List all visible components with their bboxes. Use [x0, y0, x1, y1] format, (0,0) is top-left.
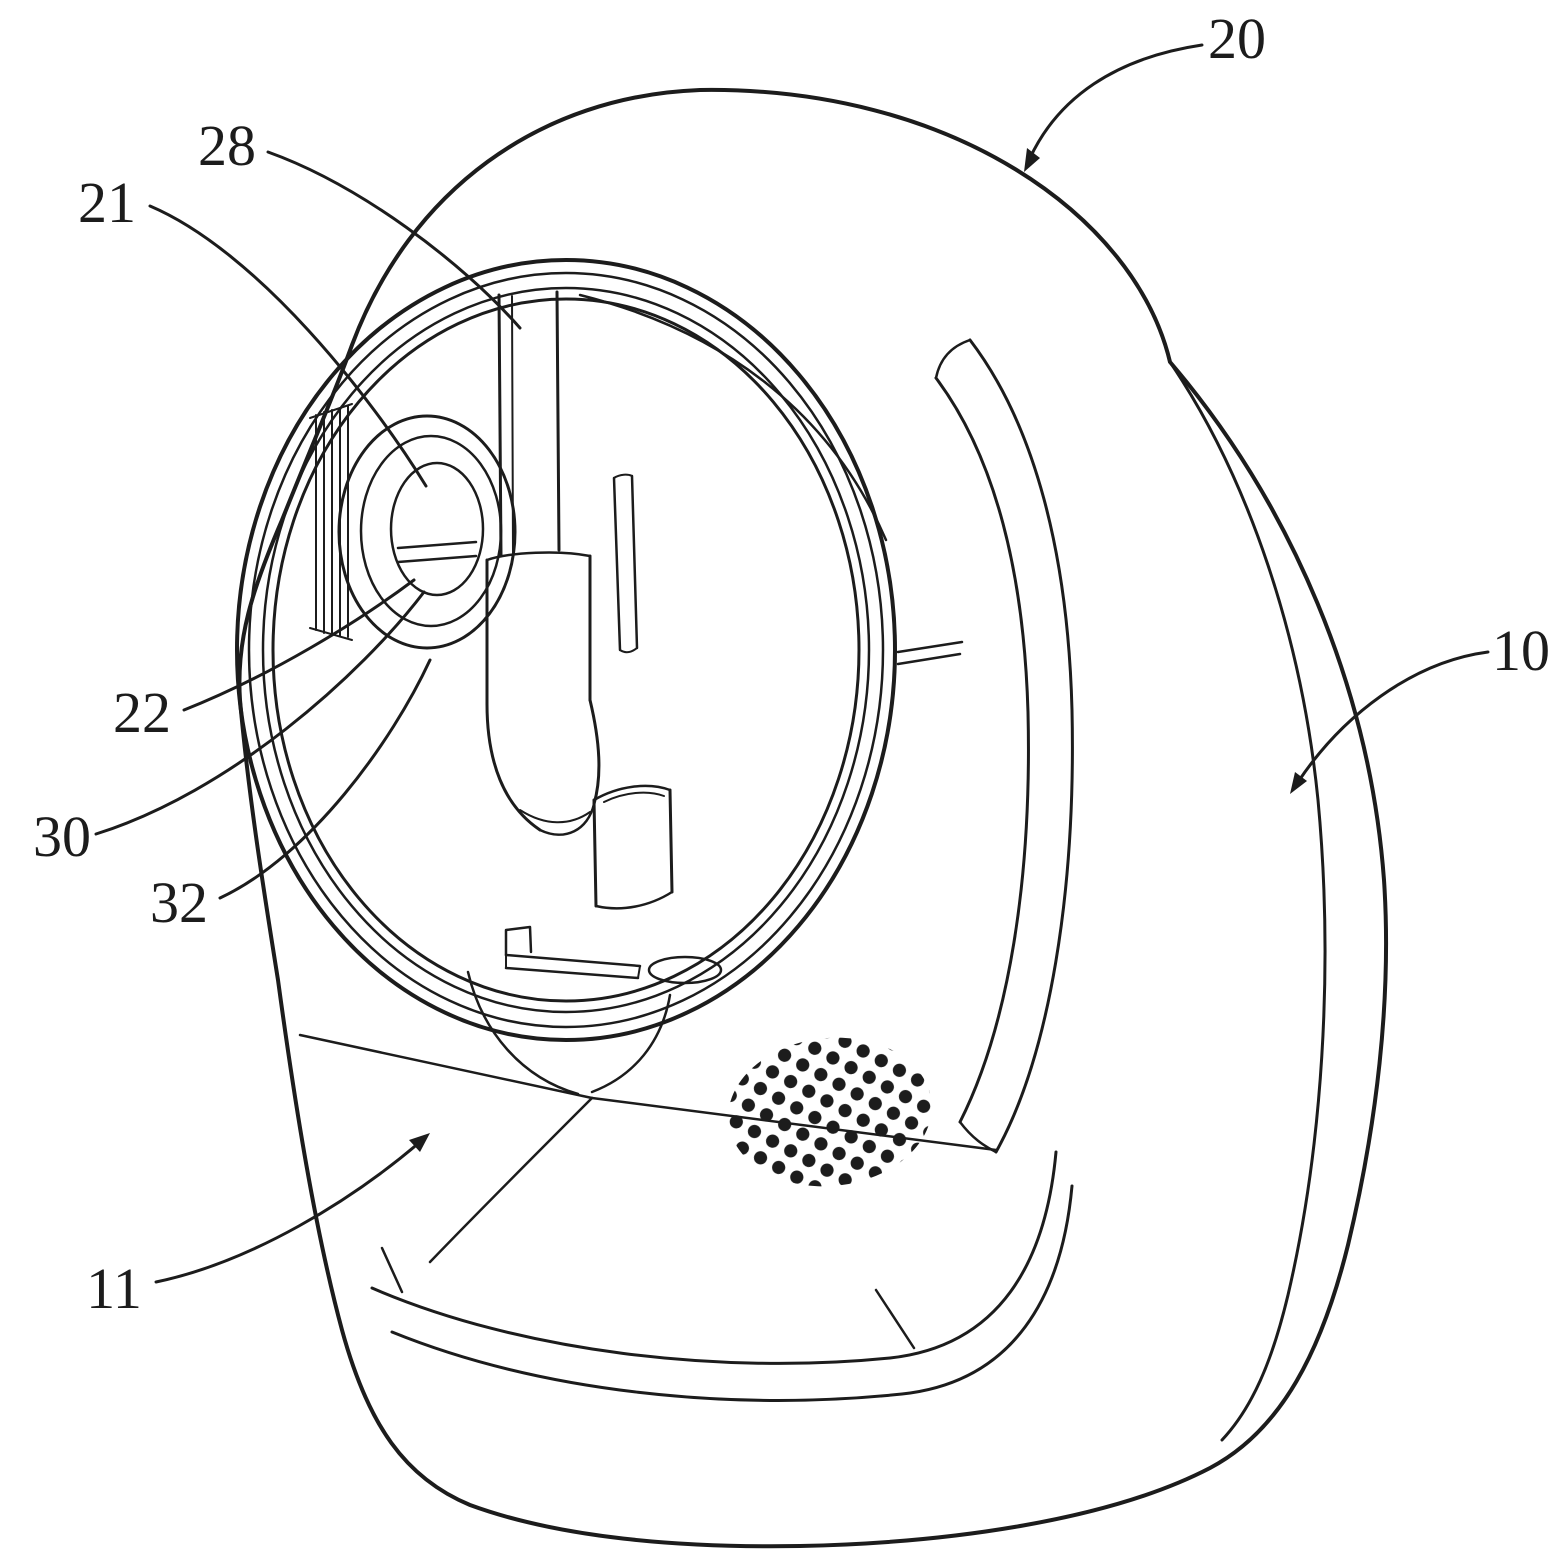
arm-tip-top — [934, 338, 972, 380]
bracket-ends — [505, 954, 641, 979]
leader-line-20 — [1028, 43, 1204, 160]
ref-label-21: 21 — [78, 170, 136, 235]
leader-line-11 — [154, 1140, 422, 1284]
elbow-end-face — [538, 802, 596, 836]
rim-seam-tick-right — [874, 1288, 916, 1350]
thin-blade-bracket — [612, 473, 639, 654]
seam-tick-right-bottom — [896, 652, 962, 666]
column-step-top — [485, 551, 592, 562]
ring-outer — [235, 258, 897, 1042]
leader-arrow-20 — [1024, 148, 1040, 172]
blade-top — [613, 473, 633, 479]
ref-label-10: 10 — [1492, 618, 1550, 683]
ref-label-28: 28 — [198, 113, 256, 178]
device-outer-shell — [237, 87, 1389, 1549]
speaker-grille — [728, 1037, 932, 1187]
mount-ring-mid — [359, 434, 503, 628]
clip-left — [592, 798, 598, 908]
clip-bottom-arc — [594, 890, 674, 910]
half-pipe-clip — [592, 784, 674, 910]
blade-left — [612, 476, 622, 652]
mount-slot-top — [396, 540, 478, 550]
leader-line-21 — [148, 204, 428, 488]
base-rim-lower-curve — [390, 1184, 1074, 1402]
ring-inner — [271, 297, 861, 1003]
hatched-block — [309, 403, 353, 641]
reference-annotations: 20 28 21 22 30 32 10 11 — [33, 6, 1550, 1321]
hatch-cap-top — [309, 403, 353, 419]
pedestal-left-curve — [466, 970, 580, 1096]
ring-mid-2 — [261, 286, 871, 1014]
bracket-oval-pad — [647, 955, 723, 985]
ref-label-22: 22 — [113, 680, 171, 745]
outer-silhouette — [237, 87, 1389, 1549]
column-right-edge — [555, 290, 561, 552]
leader-line-10 — [1296, 650, 1490, 784]
mount-slot-bottom — [396, 554, 478, 564]
arm-outer-curve — [968, 338, 1074, 1154]
base-shell-inner-edge — [1168, 360, 1327, 1442]
internal-components — [309, 290, 723, 985]
ref-label-30: 30 — [33, 804, 91, 869]
floor-front-edge-left — [298, 1033, 594, 1100]
head-opening-ring — [235, 258, 897, 1042]
leader-line-22 — [182, 578, 416, 712]
bracket-bar-top — [504, 953, 642, 968]
arm-inner-curve — [934, 376, 1030, 1124]
ref-label-32: 32 — [150, 870, 208, 935]
elbow-left — [485, 702, 542, 832]
interior-dome-contour — [578, 293, 888, 542]
shell-opening-arm — [934, 338, 1074, 1154]
rim-seam-tick-left — [380, 1246, 404, 1294]
floor-corner-crease — [428, 1096, 594, 1264]
clip-inner-arc — [603, 791, 665, 803]
elbow-inner-arc — [519, 809, 591, 824]
ring-mid-1 — [247, 271, 885, 1029]
blade-bottom — [619, 647, 638, 654]
leader-line-28 — [266, 150, 522, 330]
support-column — [485, 290, 601, 836]
bracket-step — [504, 925, 533, 957]
elbow-right — [588, 698, 601, 806]
leader-line-30 — [94, 590, 426, 836]
blade-right — [630, 474, 639, 650]
mount-ring-inner — [389, 461, 485, 597]
ref-label-11: 11 — [86, 1256, 142, 1321]
leader-arrow-10 — [1290, 772, 1307, 794]
bottom-bracket — [504, 925, 723, 985]
base-rim-and-floor — [298, 970, 1074, 1402]
leader-arrow-11 — [409, 1133, 430, 1152]
seam-tick-right-top — [896, 640, 964, 654]
base-rim-upper-curve — [370, 1150, 1058, 1365]
bracket-bar-bottom — [504, 966, 640, 980]
clip-top-arc — [592, 784, 672, 802]
pedestal-right-curve — [590, 993, 672, 1094]
leader-line-32 — [218, 658, 432, 900]
clip-right — [668, 788, 674, 894]
ref-label-20: 20 — [1208, 6, 1266, 71]
